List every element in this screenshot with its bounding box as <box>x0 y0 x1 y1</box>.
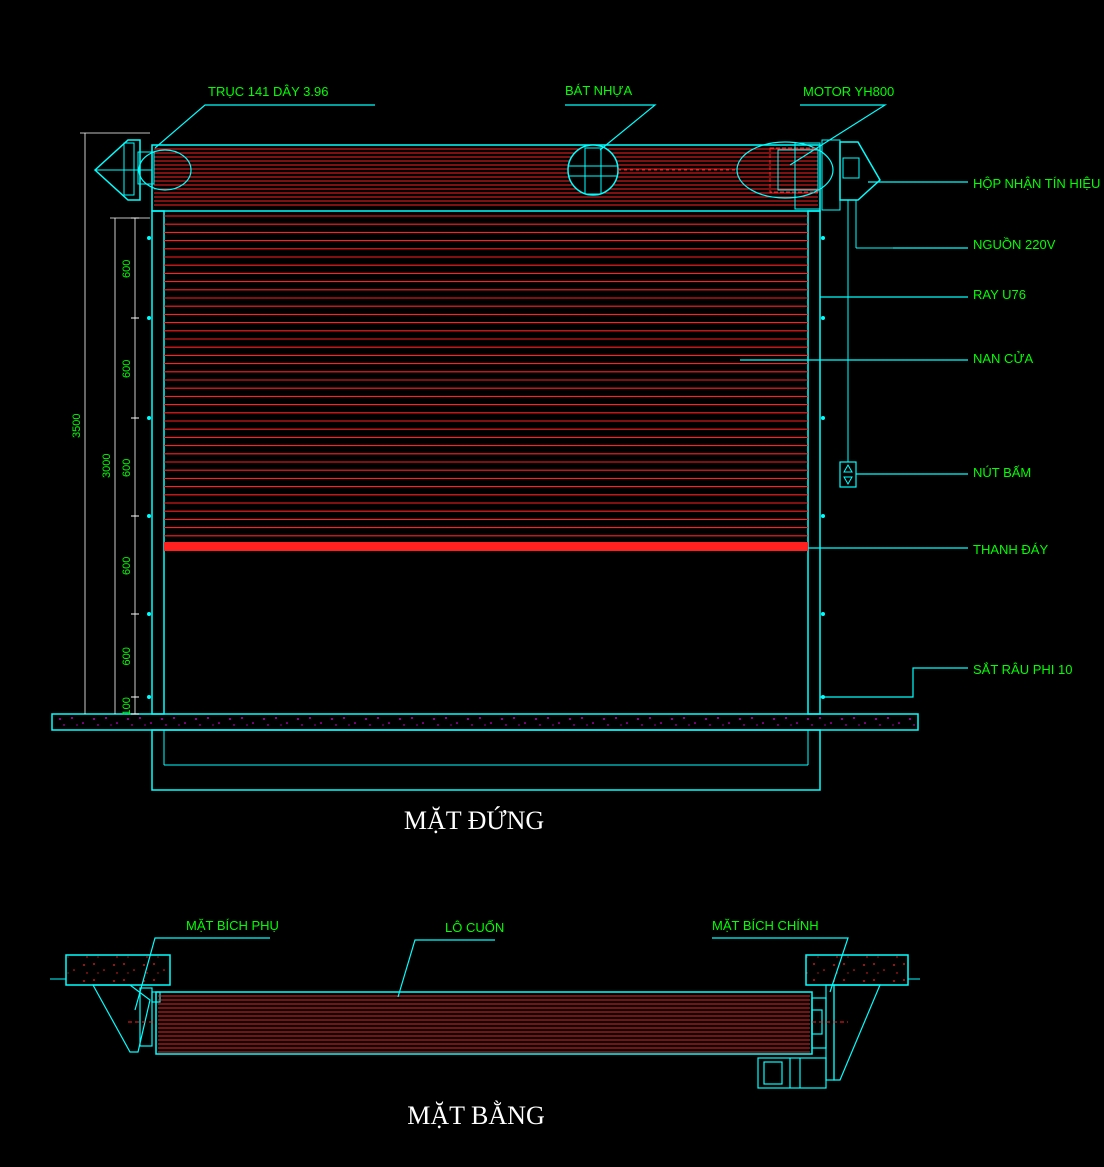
dimension-segments: 600 600 600 600 600 100 <box>121 260 133 716</box>
floor-slab <box>51 713 919 791</box>
elevation-view: 3500 3000 600 600 600 600 600 100 TRỤC 141 DÂ… <box>51 83 1100 835</box>
push-button-box <box>839 461 857 488</box>
main-flange-bracket <box>811 984 881 1081</box>
plan-title: MẶT BẰNG <box>407 1101 544 1130</box>
label-bottom-bar: THANH ĐÁY <box>973 542 1048 557</box>
elevation-title: MẶT ĐỨNG <box>404 806 544 835</box>
label-power: NGUỒN 220V <box>973 237 1056 252</box>
label-shaft: TRỤC 141 DÂY 3.96 <box>208 84 328 99</box>
door-slats <box>164 215 808 537</box>
right-wall <box>805 954 909 986</box>
roll-housing <box>93 139 881 225</box>
label-plastic-clamp: BÁT NHỰA <box>565 83 633 98</box>
label-aux-flange: MẶT BÍCH PHỤ <box>186 918 279 933</box>
label-button: NÚT BẤM <box>973 465 1031 480</box>
plan-view: MẶT BÍCH PHỤ LÔ CUỐN MẶT BÍCH CHÍNH MẶT … <box>50 918 920 1130</box>
plan-leader-lines <box>134 937 849 1011</box>
left-bracket <box>93 139 155 201</box>
label-rail: RAY U76 <box>973 287 1026 302</box>
roller-red-lines <box>158 995 810 1053</box>
roller-drum <box>155 991 813 1055</box>
dim-segment-label: 600 <box>121 260 133 278</box>
power-wire <box>847 225 893 462</box>
label-slats: NAN CỬA <box>973 351 1034 366</box>
leader-lines <box>154 104 968 698</box>
bottom-bar <box>164 542 808 551</box>
label-main-flange: MẶT BÍCH CHÍNH <box>712 918 819 933</box>
dim-segment-label: 600 <box>121 557 133 575</box>
label-roller: LÔ CUỐN <box>445 920 504 935</box>
dim-segment-label: 600 <box>121 459 133 477</box>
housing-red-lines <box>154 148 818 206</box>
label-motor: MOTOR YH800 <box>803 84 894 99</box>
dim-segment-label: 600 <box>121 360 133 378</box>
label-receiver-box: HỘP NHẬN TÍN HIỆU <box>973 176 1100 191</box>
plastic-clamp <box>567 144 735 196</box>
dim-segment-label: 600 <box>121 647 133 665</box>
dim-segment-label: 100 <box>121 697 133 715</box>
motor-assembly <box>736 141 834 210</box>
aux-flange-bracket <box>91 984 161 1053</box>
dim-total-height: 3500 <box>71 414 83 438</box>
shaft-end-ellipse <box>138 149 192 191</box>
label-anchor-bar: SẮT RÂU PHI 10 <box>973 662 1072 677</box>
dimension-lines <box>80 132 150 715</box>
right-bracket <box>821 139 881 225</box>
plan-motor <box>757 1057 827 1089</box>
left-wall <box>65 954 171 986</box>
dim-opening-height: 3000 <box>101 454 113 478</box>
